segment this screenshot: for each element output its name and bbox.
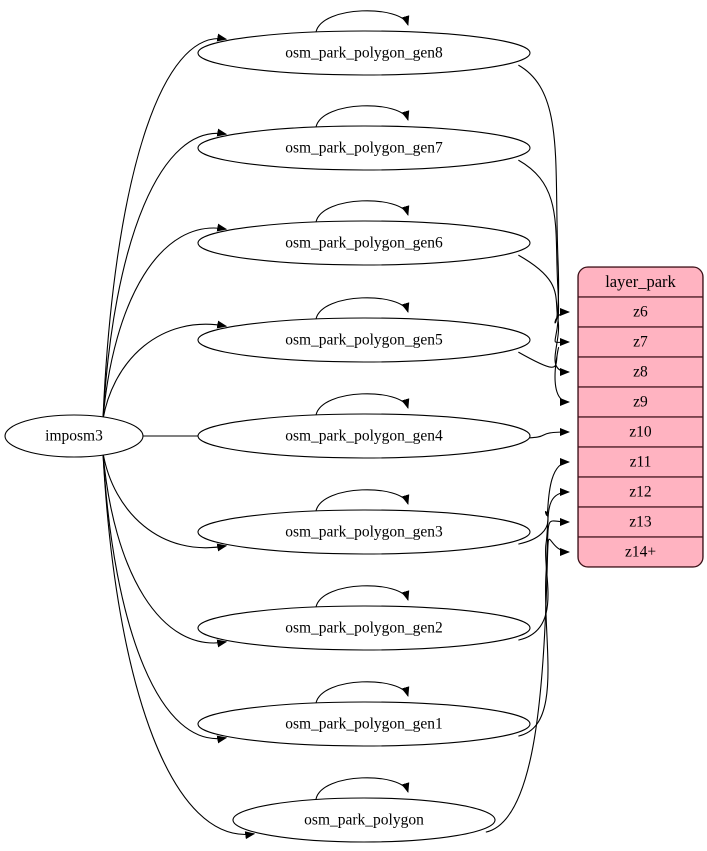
node-shape [4, 414, 144, 458]
table-row-label: z13 [629, 514, 652, 531]
self-loop-gen7 [315, 105, 410, 128]
table-layer: layer_park z6 z7 z8 z9 z10 z11 z12 z13 z14+ [577, 266, 704, 568]
edge-imposm3-to-gen5 [102, 320, 228, 420]
self-loop-gen3 [315, 489, 410, 512]
node-label: osm_park_polygon_gen5 [285, 332, 443, 349]
self-loop-gen2 [315, 585, 410, 608]
node-layer: osm_park_polygon_gen8 osm_park_polygon_ge… [4, 30, 531, 843]
node-label: osm_park_polygon_gen6 [285, 235, 443, 252]
node-gen2[interactable]: osm_park_polygon_gen2 [197, 605, 531, 651]
table-row-label: z7 [633, 334, 648, 351]
node-shape [197, 317, 531, 363]
node-shape [197, 125, 531, 171]
table-row-z9[interactable] [578, 386, 703, 418]
node-gen1[interactable]: osm_park_polygon_gen1 [197, 701, 531, 747]
node-shape [197, 605, 531, 651]
node-label: osm_park_polygon_gen4 [285, 428, 443, 445]
table-row-z11[interactable] [578, 446, 703, 478]
edge-imposm3-to-gen3 [102, 452, 228, 552]
table-row-z14plus[interactable] [578, 536, 703, 567]
node-shape [197, 220, 531, 266]
node-shape [197, 30, 531, 76]
layer-park-table: layer_park z6 z7 z8 z9 z10 z11 z12 z13 z14+ [578, 267, 703, 567]
node-gen8[interactable]: osm_park_polygon_gen8 [197, 30, 531, 76]
table-row-label: z9 [633, 394, 648, 411]
node-base[interactable]: osm_park_polygon [232, 797, 496, 843]
node-shape [197, 413, 531, 459]
edge-gen3-to-z11 [518, 458, 570, 545]
edge-imposm3-to-gen8 [102, 33, 228, 420]
table-row-label: z8 [633, 364, 648, 381]
self-loop-gen1 [315, 681, 410, 704]
node-label: osm_park_polygon_gen7 [285, 140, 443, 157]
table-header-label: layer_park [605, 272, 676, 291]
edge-imposm3-to-gen1 [102, 452, 228, 744]
node-label: imposm3 [45, 428, 103, 445]
edge-layer [102, 10, 570, 840]
edge-gen7-to-z7 [518, 159, 570, 347]
edge-imposm3-to-gen6 [102, 223, 228, 420]
node-label: osm_park_polygon_gen2 [285, 620, 443, 637]
node-imposm3[interactable]: imposm3 [4, 414, 144, 458]
edge-base-to-z14plus [485, 538, 570, 833]
node-gen7[interactable]: osm_park_polygon_gen7 [197, 125, 531, 171]
node-shape [232, 797, 496, 843]
self-loop-base [315, 777, 410, 800]
edge-gen1-to-z13 [518, 517, 570, 737]
node-gen5[interactable]: osm_park_polygon_gen5 [197, 317, 531, 363]
node-gen6[interactable]: osm_park_polygon_gen6 [197, 220, 531, 266]
table-row-z10[interactable] [578, 416, 703, 448]
node-label: osm_park_polygon_gen8 [285, 45, 443, 62]
node-label: osm_park_polygon [304, 812, 424, 829]
table-row-label: z12 [629, 484, 651, 501]
edge-gen5-to-z9 [518, 347, 570, 406]
self-loop-gen4 [315, 393, 410, 416]
table-outline [577, 266, 704, 568]
table-row-label: z14+ [625, 544, 656, 561]
node-label: osm_park_polygon_gen3 [285, 524, 443, 541]
node-label: osm_park_polygon_gen1 [285, 716, 443, 733]
edge-imposm3-to-gen2 [102, 452, 228, 648]
table-row-z12[interactable] [578, 476, 703, 508]
table-row-label: z10 [629, 424, 652, 441]
node-shape [197, 509, 531, 555]
table-row-label: z11 [630, 454, 652, 471]
self-loop-gen8 [315, 10, 410, 33]
node-gen4[interactable]: osm_park_polygon_gen4 [197, 413, 531, 459]
edge-imposm3-to-gen7 [102, 128, 228, 420]
node-shape [197, 701, 531, 747]
self-loop-gen6 [315, 200, 410, 223]
node-gen3[interactable]: osm_park_polygon_gen3 [197, 509, 531, 555]
table-row-z7[interactable] [578, 326, 703, 358]
table-row-label: z6 [633, 304, 648, 321]
table-row-z13[interactable] [578, 506, 703, 538]
edge-gen2-to-z12 [518, 488, 570, 641]
self-loop-gen5 [315, 297, 410, 320]
edge-gen8-to-z6 [518, 64, 570, 324]
edge-imposm3-to-base [102, 452, 256, 840]
